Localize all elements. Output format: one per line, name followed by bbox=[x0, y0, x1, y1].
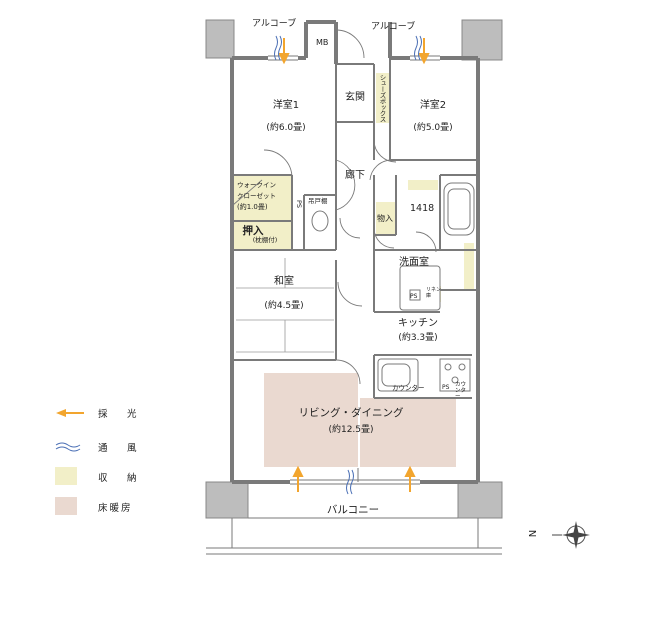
storage-fill bbox=[376, 202, 396, 235]
walkin-closet-size: (約1.0畳) bbox=[237, 203, 268, 211]
ps-kitchen-label: PS bbox=[442, 384, 450, 391]
compass-north-label: N bbox=[528, 529, 540, 538]
closet-note: (枕棚付) bbox=[252, 236, 278, 244]
tatami-grid bbox=[236, 258, 334, 353]
walkin-closet-fill bbox=[233, 175, 291, 221]
japanese-room-name: 和室 bbox=[274, 276, 294, 287]
western-room-2-size: (約5.0畳) bbox=[413, 123, 453, 133]
exterior-walls bbox=[230, 20, 480, 484]
washroom-label: 洗面室 bbox=[399, 257, 429, 268]
pillar-top-right bbox=[461, 19, 503, 61]
legend-icons bbox=[55, 409, 84, 515]
bath-size-label: 1418 bbox=[410, 203, 435, 214]
counter-label: カウンター bbox=[392, 384, 425, 392]
corridor-label: 廊下 bbox=[345, 170, 365, 181]
legend-floor-heating-label: 床暖房 bbox=[98, 503, 133, 514]
interior-walls bbox=[232, 58, 478, 399]
laundry-shelf-fill bbox=[464, 243, 474, 289]
doors bbox=[232, 29, 437, 385]
ps-left-label: PS bbox=[295, 200, 304, 209]
oshiire-fill bbox=[233, 221, 293, 250]
living-dining-size: (約12.5畳) bbox=[328, 425, 374, 435]
fixtures bbox=[311, 182, 475, 392]
walkin-closet-label-2: クローゼット bbox=[237, 192, 276, 200]
floor-heating-swatch bbox=[55, 497, 77, 515]
linen-label: リネン庫 bbox=[426, 287, 442, 299]
toilet bbox=[311, 210, 329, 232]
shoebox-label: シューズボックス bbox=[378, 74, 386, 122]
bath-shelf-fill bbox=[408, 180, 438, 190]
ventilation-markers bbox=[274, 35, 422, 495]
closet-name: 押入 bbox=[242, 225, 264, 237]
western-room-1-name: 洋室1 bbox=[272, 100, 300, 111]
hanging-cabinet-label: 吊戸棚 bbox=[308, 197, 328, 205]
counter2-label: カウンター bbox=[455, 382, 467, 401]
mb-label: MB bbox=[316, 38, 329, 47]
entrance-label: 玄関 bbox=[345, 92, 365, 103]
kitchen-name: キッチン bbox=[398, 318, 438, 329]
alcove-left-label: アルコーブ bbox=[252, 19, 297, 29]
western-room-1-size: (約6.0畳) bbox=[266, 123, 306, 133]
storage-swatch bbox=[55, 467, 77, 485]
legend-ventilation-label: 通 風 bbox=[98, 443, 142, 454]
ventilation-wave-icon bbox=[55, 442, 81, 452]
daylight-markers bbox=[278, 38, 430, 492]
shoebox-fill bbox=[376, 73, 390, 123]
pillar-bottom-left bbox=[205, 481, 249, 519]
compass-rose-icon bbox=[552, 521, 590, 549]
western-room-2-name: 洋室2 bbox=[419, 100, 447, 111]
floor-heating-area-left bbox=[264, 373, 358, 467]
pillar-bottom-right bbox=[457, 481, 503, 519]
walkin-closet-label-1: ウォークイン bbox=[237, 181, 276, 189]
legend-storage-label: 収 納 bbox=[98, 473, 142, 484]
stove bbox=[439, 358, 471, 392]
japanese-room-size: (約4.5畳) bbox=[264, 301, 304, 311]
legend-daylight-label: 採 光 bbox=[98, 409, 142, 420]
pillar-top-left bbox=[205, 19, 235, 59]
ps-washroom-label: PS bbox=[410, 293, 418, 300]
window-lines bbox=[268, 55, 440, 485]
balcony-outline bbox=[206, 517, 502, 555]
kitchen-size: (約3.3畳) bbox=[398, 333, 438, 343]
floor-heating-area-right bbox=[360, 398, 456, 467]
balcony-label: バルコニー bbox=[326, 504, 380, 516]
storage-label: 物入 bbox=[377, 214, 393, 223]
living-dining-name: リビング・ダイニング bbox=[298, 407, 404, 419]
alcove-right-label: アルコーブ bbox=[371, 22, 416, 32]
